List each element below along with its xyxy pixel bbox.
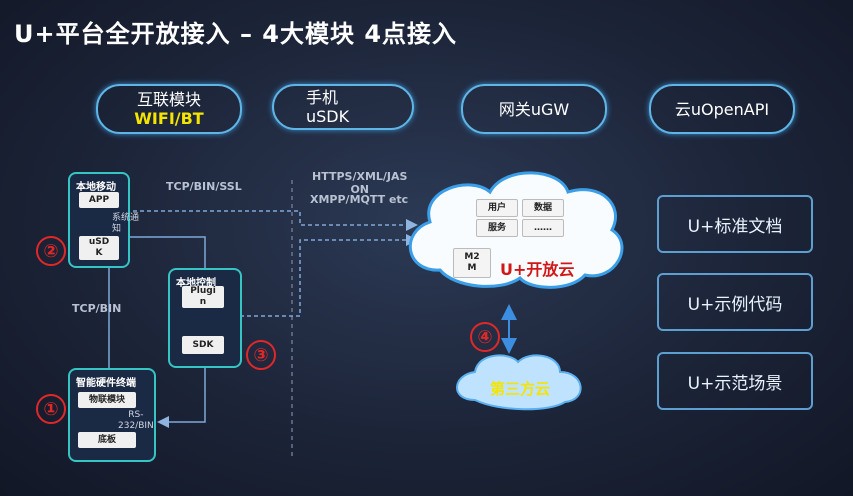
app-box: APP: [79, 192, 119, 208]
protocol-tcp-bin-ssl: TCP/BIN/SSL: [166, 180, 242, 193]
module-usdk: 手机 uSDK: [272, 84, 414, 130]
cloud-service-box: 服务: [476, 219, 518, 237]
module-ugw-label: 网关uGW: [498, 99, 570, 119]
sample-code-box: U+示例代码: [657, 273, 813, 331]
system-notify-note: 系统通 知: [112, 213, 140, 234]
page-title: U+平台全开放接入 – 4大模块 4点接入: [14, 20, 458, 48]
module-usdk-label: 手机: [306, 88, 339, 107]
open-cloud-label: U+开放云: [500, 260, 575, 279]
cloud-m2m-box: M2 M: [453, 248, 491, 278]
module-uopenapi-label: 云uOpenAPI: [674, 99, 770, 119]
module-wifi-bt-label: 互联模块: [136, 90, 201, 109]
demo-scenes-box: U+示范场景: [657, 352, 813, 410]
usdk-box: uSD K: [79, 236, 119, 260]
module-wifi-bt: 互联模块 WIFI/BT: [96, 84, 242, 134]
local-mobile-title: 本地移动: [76, 182, 116, 193]
marker-4: ④: [470, 322, 500, 352]
cloud-more-box: ……: [522, 219, 564, 237]
third-party-cloud-label: 第三方云: [490, 380, 551, 398]
marker-2: ②: [36, 236, 66, 266]
serial-note: RS- 232/BIN: [118, 410, 154, 431]
iot-module-box: 物联模块: [78, 392, 136, 408]
local-mobile-panel: 本地移动 APP uSD K: [68, 172, 130, 268]
protocol-tcp-bin: TCP/BIN: [72, 302, 122, 315]
smart-device-panel: 智能硬件终端 物联模块 底板: [68, 368, 156, 462]
module-wifi-bt-sub: WIFI/BT: [134, 109, 204, 128]
protocol-xmpp: XMPP/MQTT etc: [310, 193, 409, 206]
local-control-title: 本地控制: [176, 278, 216, 289]
protocol-https: HTTPS/XML/JAS ON: [312, 170, 408, 196]
sdk-box: SDK: [182, 336, 224, 354]
module-uopenapi: 云uOpenAPI: [649, 84, 795, 134]
cloud-data-box: 数据: [522, 199, 564, 217]
base-board-box: 底板: [78, 432, 136, 448]
module-usdk-sub: uSDK: [306, 107, 350, 126]
marker-1: ①: [36, 394, 66, 424]
cloud-user-box: 用户: [476, 199, 518, 217]
marker-3: ③: [246, 340, 276, 370]
smart-device-title: 智能硬件终端: [76, 378, 136, 389]
third-cloud-shape: [456, 354, 582, 411]
standard-docs-box: U+标准文档: [657, 195, 813, 253]
local-control-panel: 本地控制 Plugi n SDK: [168, 268, 242, 368]
module-ugw: 网关uGW: [461, 84, 607, 134]
plugin-box: Plugi n: [182, 286, 224, 308]
